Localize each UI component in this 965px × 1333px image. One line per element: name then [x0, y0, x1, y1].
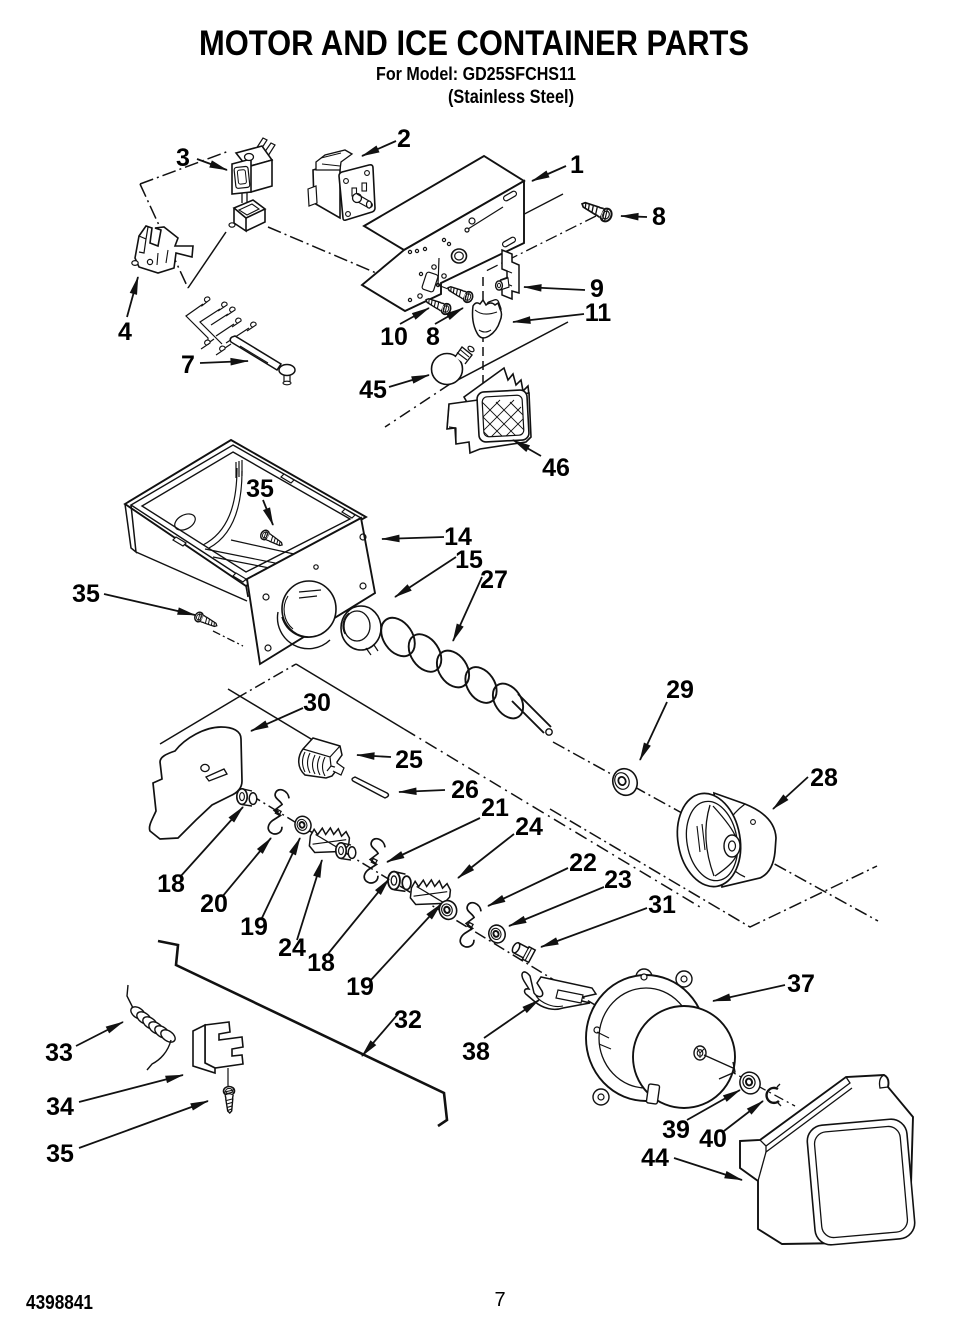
svg-text:1: 1	[570, 151, 584, 179]
svg-text:18: 18	[157, 870, 185, 898]
svg-text:35: 35	[246, 475, 274, 503]
svg-text:37: 37	[787, 970, 815, 998]
svg-text:20: 20	[200, 890, 228, 918]
svg-text:(Stainless Steel): (Stainless Steel)	[448, 87, 574, 108]
svg-text:4398841: 4398841	[26, 1291, 93, 1314]
svg-text:39: 39	[662, 1116, 690, 1144]
svg-text:2: 2	[397, 125, 411, 153]
svg-text:45: 45	[359, 376, 387, 404]
svg-text:23: 23	[604, 866, 632, 894]
svg-text:7: 7	[181, 351, 195, 379]
svg-text:19: 19	[346, 973, 374, 1001]
svg-text:40: 40	[699, 1125, 727, 1153]
svg-text:31: 31	[648, 891, 676, 919]
svg-text:44: 44	[641, 1144, 669, 1172]
svg-text:MOTOR AND ICE CONTAINER PARTS: MOTOR AND ICE CONTAINER PARTS	[199, 24, 749, 63]
svg-text:15: 15	[455, 546, 483, 574]
svg-text:21: 21	[481, 794, 509, 822]
svg-text:3: 3	[176, 144, 190, 172]
svg-text:8: 8	[426, 323, 440, 351]
svg-text:For Model: GD25SFCHS11: For Model: GD25SFCHS11	[376, 64, 576, 84]
svg-text:7: 7	[494, 1289, 505, 1311]
svg-text:38: 38	[462, 1038, 490, 1066]
svg-text:34: 34	[46, 1093, 74, 1121]
svg-text:46: 46	[542, 454, 570, 482]
svg-text:9: 9	[590, 275, 604, 303]
svg-text:27: 27	[480, 566, 508, 594]
svg-text:30: 30	[303, 689, 331, 717]
svg-text:22: 22	[569, 849, 597, 877]
svg-text:32: 32	[394, 1006, 422, 1034]
svg-text:8: 8	[652, 203, 666, 231]
svg-text:33: 33	[45, 1039, 73, 1067]
svg-text:25: 25	[395, 746, 423, 774]
svg-text:11: 11	[585, 299, 612, 327]
svg-text:35: 35	[46, 1140, 74, 1168]
svg-text:19: 19	[240, 913, 268, 941]
svg-text:14: 14	[444, 523, 472, 551]
svg-text:18: 18	[307, 949, 335, 977]
svg-text:4: 4	[118, 318, 132, 346]
svg-text:24: 24	[515, 813, 543, 841]
svg-text:35: 35	[72, 580, 100, 608]
svg-text:28: 28	[810, 764, 838, 792]
svg-text:10: 10	[380, 323, 408, 351]
svg-text:24: 24	[278, 934, 306, 962]
svg-text:29: 29	[666, 676, 694, 704]
svg-text:26: 26	[451, 776, 479, 804]
